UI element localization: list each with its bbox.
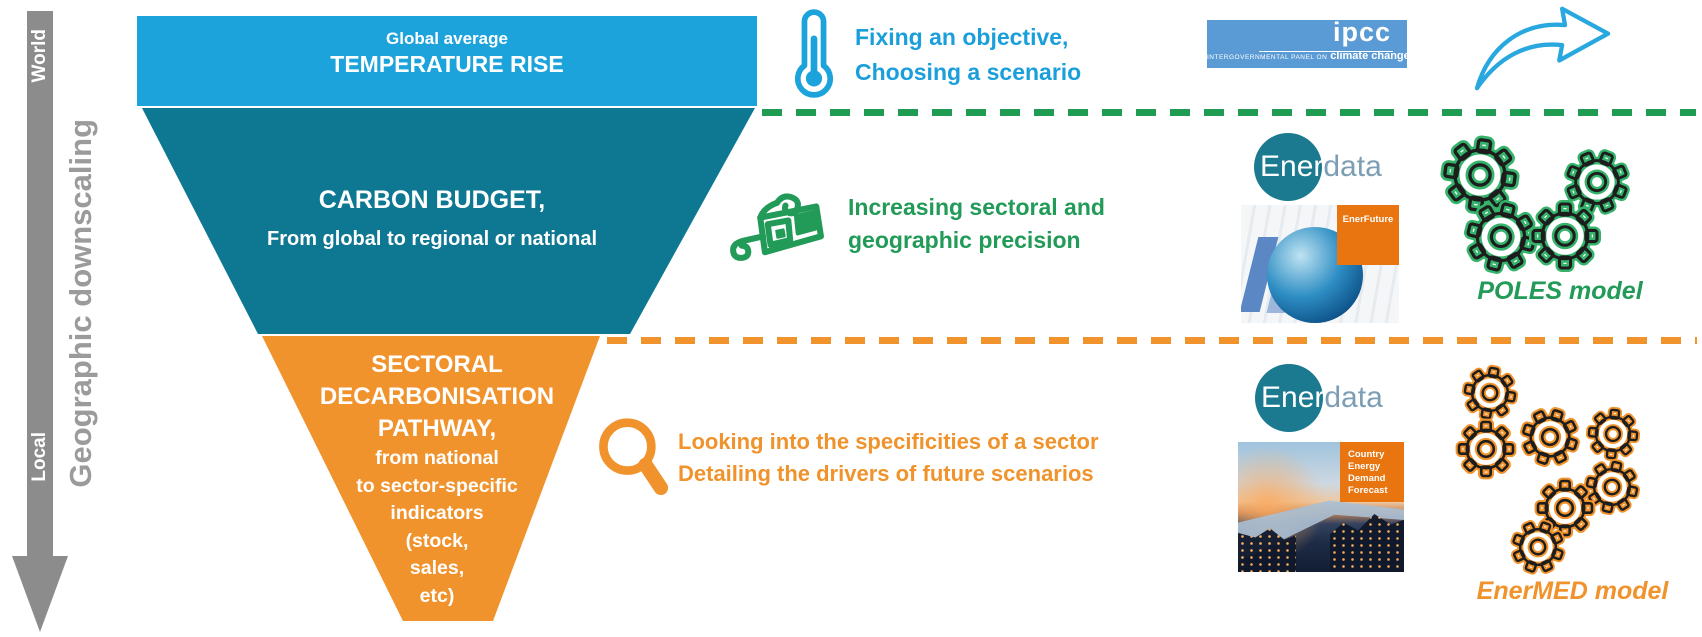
gear-icon: [1516, 403, 1584, 471]
enerdata-logo: Enerdata: [1240, 133, 1410, 205]
row1-heading-line: Choosing a scenario: [855, 59, 1082, 85]
axis-label-local: Local: [29, 432, 50, 482]
downscaling-arrow-shaft: [27, 11, 53, 559]
axis-label-world: World: [29, 29, 50, 83]
level3-title-line: PATHWAY,: [377, 415, 497, 442]
enermed-model-label: EnerMED model: [1476, 577, 1669, 605]
enerfuture-badge: EnerFuture: [1337, 205, 1399, 265]
level3-detail-line: sales,: [409, 557, 465, 579]
level1-title: TEMPERATURE RISE: [330, 51, 564, 77]
level3-detail-line: to sector-specific: [356, 474, 518, 497]
3d-glasses-icon: [730, 193, 824, 261]
level1-subtitle: Global average: [386, 29, 508, 48]
gear-icon: [1459, 422, 1513, 476]
level2-subtitle: From global to regional or national: [266, 228, 597, 250]
city-skyline-image: [1330, 514, 1404, 572]
row2-heading-line: Increasing sectoral and: [848, 194, 1105, 220]
level3-detail-line: etc): [419, 584, 455, 607]
poles-model-label: POLES model: [1477, 277, 1643, 305]
magnifier-icon: [599, 418, 669, 496]
enerdata-logo: Enerdata: [1241, 364, 1411, 436]
funnel-level-carbon-budget: CARBON BUDGET, From global to regional o…: [142, 108, 755, 334]
thermometer-icon: [794, 9, 834, 98]
row3-heading-line: Detailing the drivers of future scenario…: [678, 461, 1094, 486]
gear-icon: [1461, 364, 1519, 422]
row1-heading: Fixing an objective, Choosing a scenario: [855, 20, 1155, 90]
ipcc-logo-name: ipcc: [1332, 17, 1391, 47]
enerdata-logo-circle: [1255, 364, 1323, 432]
level3-detail-line: indicators: [390, 502, 484, 524]
funnel-level-sectoral-pathway: SECTORAL DECARBONISATION PATHWAY, from n…: [262, 336, 600, 621]
row3-heading-line: Looking into the specificities of a sect…: [678, 429, 1099, 454]
gear-icon: [1587, 408, 1639, 460]
enerdata-logo-circle: [1254, 133, 1322, 201]
level2-title: CARBON BUDGET,: [318, 186, 546, 214]
ipcc-logo-divider: [1259, 51, 1393, 52]
gear-icon: [1533, 204, 1597, 268]
row2-heading-line: geographic precision: [848, 227, 1081, 253]
row2-heading: Increasing sectoral and geographic preci…: [848, 191, 1158, 257]
level3-detail-line: from national: [375, 447, 499, 469]
country-energy-demand-forecast-image: Country Energy Demand Forecast: [1238, 442, 1404, 572]
enerfuture-report-image: EnerFuture: [1241, 205, 1399, 323]
row1-heading-line: Fixing an objective,: [855, 24, 1069, 50]
separator-dashed-green: [762, 109, 1696, 116]
axis-title: Geographic downscaling: [63, 118, 98, 488]
level3-title-line: SECTORAL: [371, 351, 503, 378]
curved-arrow-icon: [1474, 6, 1611, 91]
funnel-level-temperature: Global average TEMPERATURE RISE: [137, 16, 757, 106]
row3-heading: Looking into the specificities of a sect…: [678, 426, 1118, 490]
separator-dashed-orange: [607, 337, 1697, 344]
cedf-badge: Country Energy Demand Forecast: [1340, 442, 1404, 502]
downscaling-arrow-head: [12, 556, 68, 632]
level3-title-line: DECARBONISATION: [319, 383, 555, 410]
level3-detail-line: (stock,: [405, 529, 469, 552]
